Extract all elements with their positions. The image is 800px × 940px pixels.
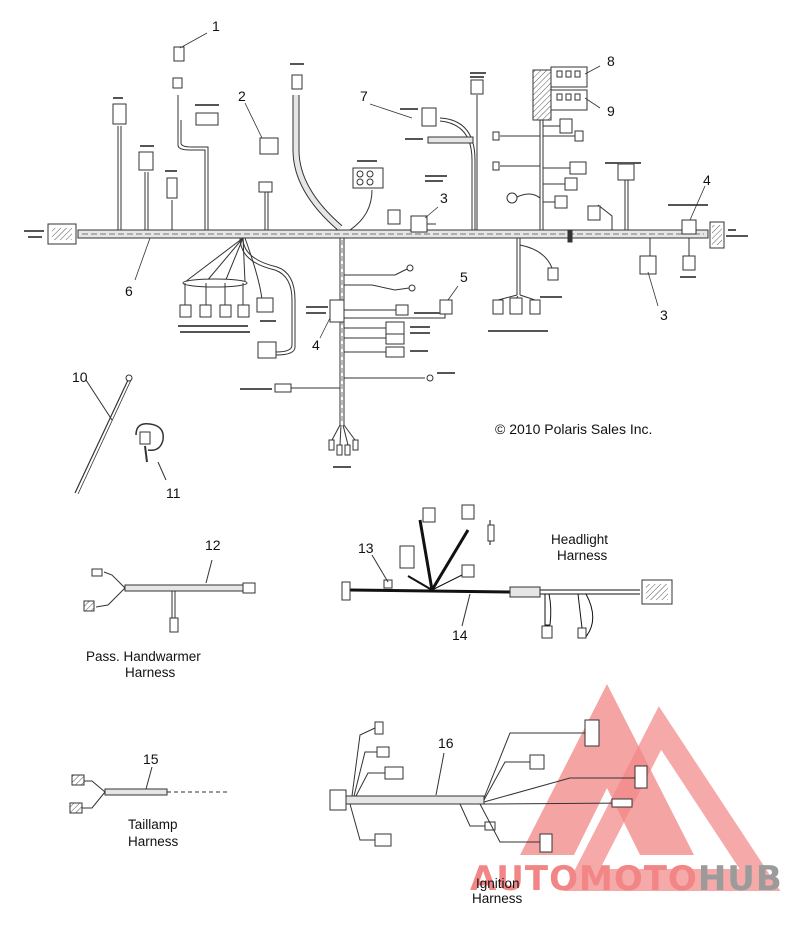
callout-4-right: 4 (703, 172, 711, 188)
svg-text:Harness: Harness (128, 834, 179, 849)
callout-2: 2 (238, 88, 246, 104)
callout-11: 11 (166, 485, 181, 501)
callout-3-upper: 3 (440, 190, 448, 206)
battery-circuit-breaker (329, 299, 345, 323)
callout-14: 14 (452, 627, 468, 643)
callout-16: 16 (438, 735, 454, 751)
caption-taillamp: Taillamp Harness (128, 817, 179, 849)
callout-9: 9 (607, 103, 615, 119)
callout-leaders (134, 32, 706, 339)
svg-text:Harness: Harness (557, 548, 608, 563)
callout-3-right: 3 (660, 307, 668, 323)
callout-15: 15 (143, 751, 159, 767)
callout-1: 1 (212, 18, 220, 34)
caption-ignition: Ignition Harness (472, 876, 523, 906)
callout-8: 8 (607, 53, 615, 69)
callout-12: 12 (205, 537, 221, 553)
taillamp-harness (69, 766, 230, 814)
callout-7: 7 (360, 88, 368, 104)
cable-tie-and-clip (74, 374, 167, 495)
main-harness (47, 46, 725, 456)
watermark-text: AUTOMOTOHUB (470, 859, 783, 899)
callout-13: 13 (358, 540, 374, 556)
callout-6: 6 (125, 283, 133, 299)
component-labels (24, 63, 748, 468)
callout-10: 10 (72, 369, 88, 385)
svg-text:Harness: Harness (125, 665, 176, 680)
svg-text:Headlight: Headlight (551, 532, 608, 547)
callout-numbers: 1 2 3 3 4 4 5 6 7 8 9 10 11 12 13 14 15 … (72, 18, 711, 767)
caption-handwarmer: Pass. Handwarmer Harness (86, 649, 201, 680)
watermark-logo: AUTOMOTOHUB (470, 684, 783, 899)
handwarmer-harness (83, 559, 256, 633)
callout-5: 5 (460, 269, 468, 285)
svg-text:Harness: Harness (472, 891, 523, 906)
svg-text:Ignition: Ignition (476, 876, 520, 891)
copyright-text: © 2010 Polaris Sales Inc. (495, 421, 652, 437)
headlight-harness (341, 504, 673, 639)
caption-headlight: Headlight Harness (551, 532, 608, 563)
svg-text:Pass. Handwarmer: Pass. Handwarmer (86, 649, 201, 664)
ignition-harness (329, 719, 648, 853)
callout-4-center: 4 (312, 337, 320, 353)
svg-text:Taillamp: Taillamp (128, 817, 178, 832)
